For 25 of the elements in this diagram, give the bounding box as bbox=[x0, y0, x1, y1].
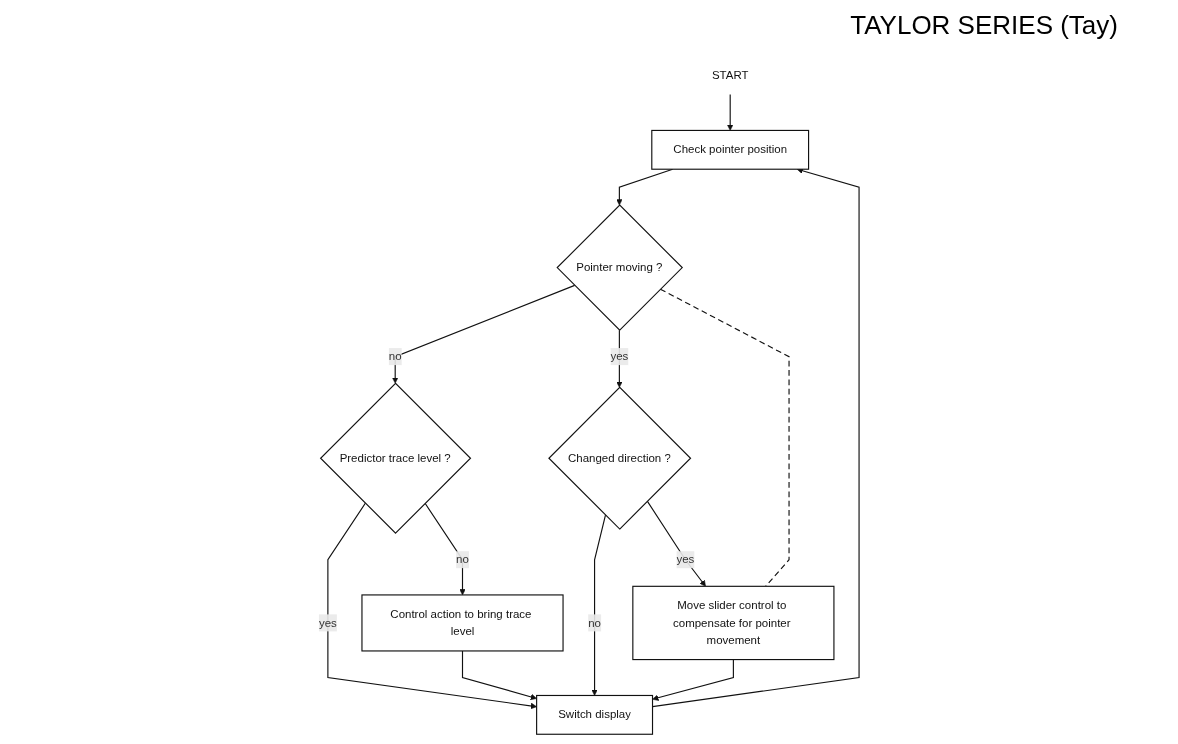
arrow bbox=[424, 502, 466, 596]
arrow bbox=[646, 500, 706, 587]
node-diamond: Pointer moving ? bbox=[556, 204, 684, 331]
arrow bbox=[652, 659, 734, 701]
arrow bbox=[461, 650, 537, 700]
node-diamond: Changed direction ? bbox=[548, 386, 692, 530]
node-diamond: Predictor trace level ? bbox=[319, 382, 472, 534]
arrow bbox=[392, 284, 576, 384]
arrow bbox=[591, 514, 607, 696]
edge-label: no bbox=[388, 350, 402, 363]
diagram-title: TAYLOR SERIES (Tay) bbox=[850, 10, 1118, 41]
arrow bbox=[616, 329, 623, 388]
node-box: Control action to bring trace level bbox=[361, 594, 564, 652]
edge-label: yes bbox=[318, 616, 337, 629]
arrow bbox=[727, 93, 734, 131]
node-text: START bbox=[711, 68, 749, 81]
node-box: Check pointer position bbox=[651, 129, 810, 170]
edge-label: no bbox=[456, 553, 469, 566]
arrow bbox=[327, 502, 537, 710]
edge-label: no bbox=[588, 616, 601, 629]
node-box: Switch display bbox=[536, 694, 654, 735]
edge-label: yes bbox=[676, 553, 695, 566]
edge-label: yes bbox=[610, 350, 629, 363]
node-box: Move slider control to compensate for pointer movement bbox=[632, 585, 835, 661]
connector bbox=[659, 288, 790, 587]
